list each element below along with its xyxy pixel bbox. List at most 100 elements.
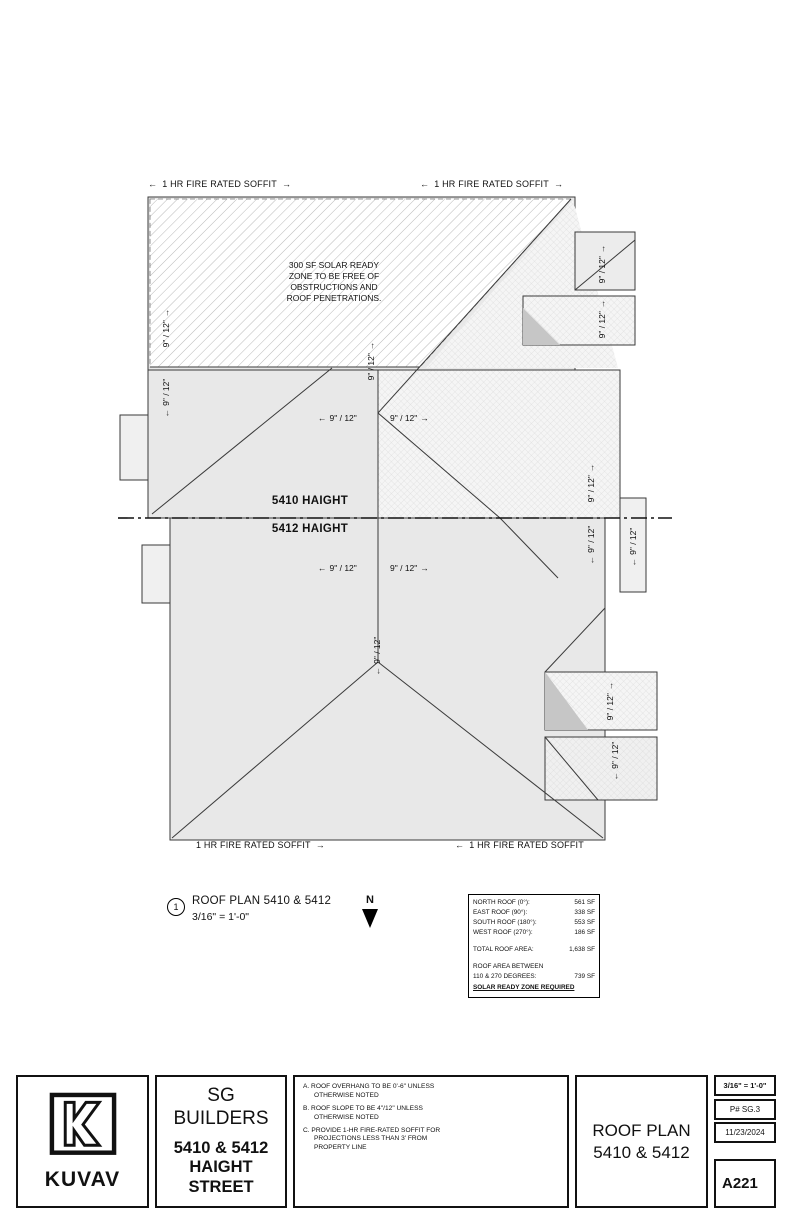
arrow-right-icon: → xyxy=(281,179,292,189)
north-label: N xyxy=(366,894,374,906)
slope-label: 9" / 12" xyxy=(329,413,357,423)
builder-name: SG BUILDERS xyxy=(173,1085,269,1129)
row-value: 338 SF xyxy=(574,908,595,916)
slope-annotation: 9" / 12" → xyxy=(597,284,607,354)
note-b: B. ROOF SLOPE TO BE 4"/12" UNLESS OTHERW… xyxy=(303,1104,423,1121)
slope-annotation: 9" / 12" → xyxy=(586,448,596,518)
row-value: 186 SF xyxy=(574,928,595,936)
fire-soffit-label-bottom-right: ← 1 HR FIRE RATED SOFFIT xyxy=(455,840,584,850)
slope-label: 9" / 12" xyxy=(586,475,596,503)
slope-label: 9" / 12" xyxy=(605,693,615,721)
slope-annotation: 9" / 12" → xyxy=(161,293,171,363)
fire-soffit-label-top-left: ← 1 HR FIRE RATED SOFFIT → xyxy=(148,179,291,189)
slope-label: 9" / 12" xyxy=(610,741,620,769)
scale-box: 3/16" = 1'-0" xyxy=(714,1075,776,1096)
slope-label: 9" / 12" xyxy=(597,311,607,339)
sheet-title: ROOF PLAN 5410 & 5412 xyxy=(575,1075,708,1208)
slope-arrow-icon: ← xyxy=(318,413,327,423)
slope-annotation: ← 9" / 12" xyxy=(372,621,382,691)
row-value: 1,638 SF xyxy=(569,945,595,953)
slope-label: 9" / 12" xyxy=(366,353,376,381)
row-label: NORTH ROOF (0°): xyxy=(473,899,530,906)
detail-number: 1 xyxy=(173,902,179,912)
slope-annotation: ← 9" / 12" xyxy=(318,413,357,423)
general-notes-box: A. ROOF OVERHANG TO BE 0'-6" UNLESS OTHE… xyxy=(293,1075,569,1208)
roof-area-table: NORTH ROOF (0°): 561 SF EAST ROOF (90°):… xyxy=(468,894,600,999)
slope-annotation: ← 9" / 12" xyxy=(318,563,357,573)
fire-soffit-text: 1 HR FIRE RATED SOFFIT xyxy=(434,179,549,189)
row-value: 561 SF xyxy=(574,899,595,906)
slope-arrow-icon: → xyxy=(605,681,615,691)
hip-valley-ridge-lines xyxy=(150,198,636,839)
slope-annotation: ← 9" / 12" xyxy=(628,512,638,582)
solar-ready-required-note: SOLAR READY ZONE REQUIRED xyxy=(473,984,575,992)
slope-label: 9" / 12" xyxy=(161,378,171,406)
slope-arrow-icon: → xyxy=(597,299,607,309)
fire-soffit-label-bottom-left: 1 HR FIRE RATED SOFFIT → xyxy=(196,840,325,850)
slope-arrow-icon: → xyxy=(597,244,607,254)
arrow-right-icon: → xyxy=(315,840,325,850)
row-value: 739 SF xyxy=(574,972,595,980)
arrow-left-icon: ← xyxy=(420,179,430,189)
table-row: WEST ROOF (270°): 186 SF xyxy=(473,928,595,938)
slope-annotation: 9" / 12" → xyxy=(390,563,429,573)
slope-arrow-icon: ← xyxy=(586,555,596,565)
title-block: KUVAV SG BUILDERS 5410 & 5412 HAIGHT STR… xyxy=(0,1075,792,1215)
slope-annotation: 9" / 12" → xyxy=(390,413,429,423)
slope-label: 9" / 12" xyxy=(390,563,418,573)
fire-soffit-label-top-right: ← 1 HR FIRE RATED SOFFIT → xyxy=(420,179,563,189)
logo-box: KUVAV xyxy=(16,1075,149,1208)
row-label: SOUTH ROOF (180°): xyxy=(473,918,537,926)
slope-arrow-icon: ← xyxy=(610,771,620,781)
arrow-left-icon: ← xyxy=(148,179,158,189)
slope-annotation: ← 9" / 12" xyxy=(586,510,596,580)
table-row: NORTH ROOF (0°): 561 SF xyxy=(473,898,595,908)
slope-label: 9" / 12" xyxy=(628,527,638,555)
slope-arrow-icon: ← xyxy=(628,557,638,567)
builder-box: SG BUILDERS 5410 & 5412 HAIGHT STREET xyxy=(155,1075,287,1208)
slope-annotation: ← 9" / 12" xyxy=(610,726,620,796)
slope-label: 9" / 12" xyxy=(586,525,596,553)
row-label: TOTAL ROOF AREA: xyxy=(473,945,534,953)
slope-arrow-icon: → xyxy=(420,563,429,573)
note-a: A. ROOF OVERHANG TO BE 0'-6" UNLESS OTHE… xyxy=(303,1083,435,1099)
north-arrow-icon xyxy=(362,909,378,928)
table-between-row: ROOF AREA BETWEEN 110 & 270 DEGREES: 739… xyxy=(473,962,595,982)
kuvav-logo-icon xyxy=(49,1092,116,1155)
slope-arrow-icon: ← xyxy=(161,408,171,418)
slope-label: 9" / 12" xyxy=(390,413,418,423)
detail-number-bubble: 1 xyxy=(167,898,185,916)
table-total-row: TOTAL ROOF AREA: 1,638 SF xyxy=(473,945,595,955)
arrow-left-icon: ← xyxy=(455,840,465,850)
address-5410: 5410 HAIGHT xyxy=(271,495,349,507)
fire-soffit-text: 1 HR FIRE RATED SOFFIT xyxy=(162,179,277,189)
slope-arrow-icon: ← xyxy=(318,563,327,573)
slope-arrow-icon: → xyxy=(366,341,376,351)
sheet-number-box: A221 xyxy=(714,1159,776,1208)
slope-label: 9" / 12" xyxy=(372,636,382,664)
plan-scale: 3/16" = 1'-0" xyxy=(192,911,250,923)
date-box: 11/23/2024 xyxy=(714,1122,776,1143)
slope-arrow-icon: ← xyxy=(372,666,382,676)
solar-ready-zone-hatch xyxy=(149,198,572,368)
project-number-box: P# SG.3 xyxy=(714,1099,776,1120)
table-row: EAST ROOF (90°): 338 SF xyxy=(473,908,595,918)
arrow-right-icon: → xyxy=(553,179,564,189)
row-value: 553 SF xyxy=(574,918,595,926)
slope-label: 9" / 12" xyxy=(161,320,171,348)
row-label: ROOF AREA BETWEEN 110 & 270 DEGREES: xyxy=(473,962,544,980)
slope-annotation: 9" / 12" → xyxy=(366,326,376,396)
plan-title: ROOF PLAN 5410 & 5412 xyxy=(192,895,332,907)
table-row: SOUTH ROOF (180°): 553 SF xyxy=(473,918,595,928)
logo-text: KUVAV xyxy=(44,1167,121,1191)
slope-label: 9" / 12" xyxy=(329,563,357,573)
fire-soffit-text: 1 HR FIRE RATED SOFFIT xyxy=(469,840,584,850)
slope-arrow-icon: → xyxy=(161,308,171,318)
address-5412: 5412 HAIGHT xyxy=(271,523,349,535)
slope-annotation: ← 9" / 12" xyxy=(161,363,171,433)
note-c: C. PROVIDE 1-HR FIRE-RATED SOFFIT FOR PR… xyxy=(303,1126,441,1152)
slope-arrow-icon: → xyxy=(586,463,596,473)
row-label: EAST ROOF (90°): xyxy=(473,908,528,916)
